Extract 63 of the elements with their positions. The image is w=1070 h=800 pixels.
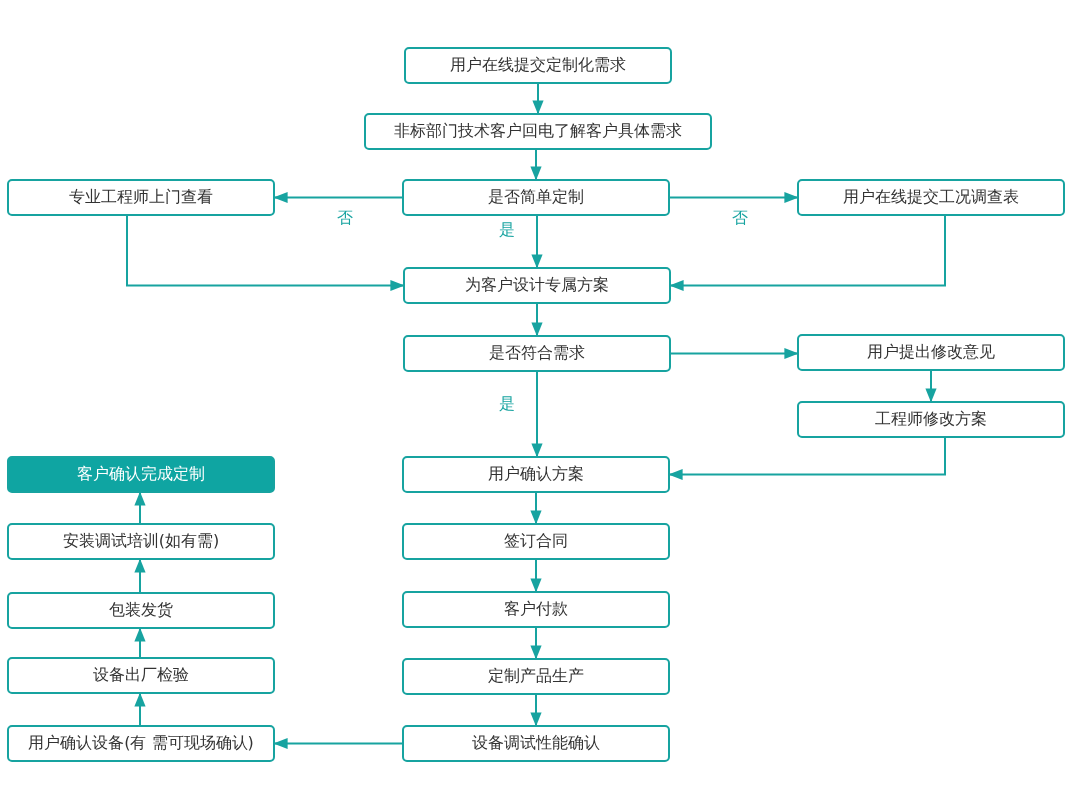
edge-label: 是 <box>497 220 517 239</box>
step-text: 工程师修改方案 <box>875 409 987 430</box>
edge-label: 否 <box>729 208 750 227</box>
edge-label: 是 <box>497 395 517 413</box>
step-text: 用户确认方案 <box>488 464 584 485</box>
end-box <box>7 456 275 493</box>
process-box <box>797 179 1065 216</box>
step-text: 用户确认设备(有 需可现场确认) <box>28 733 254 754</box>
step-text: 用户在线提交工况调查表 <box>843 187 1019 208</box>
step-text: 用户提出修改意见 <box>867 342 995 363</box>
step-text: 包装发货 <box>109 600 173 621</box>
arrow <box>530 559 542 593</box>
process-box <box>402 725 670 762</box>
process-box <box>7 592 275 629</box>
step-text: 非标部门技术客户回电了解客户具体需求 <box>394 121 682 142</box>
arrow <box>669 191 799 204</box>
arrow <box>668 437 946 481</box>
process-box <box>402 591 670 628</box>
step-text: 安装调试培训(如有需) <box>62 531 220 552</box>
arrow <box>273 737 403 750</box>
process-box <box>404 47 672 84</box>
arrow <box>126 215 405 292</box>
arrow <box>134 627 146 658</box>
process-box <box>7 725 275 762</box>
arrow <box>670 347 799 360</box>
process-box <box>364 113 712 150</box>
step-text: 定制产品生产 <box>488 666 584 687</box>
arrow <box>669 215 946 292</box>
arrow <box>531 371 543 458</box>
arrow <box>531 215 543 269</box>
arrow <box>273 191 403 204</box>
process-box <box>7 179 275 216</box>
step-text: 是否简单定制 <box>488 187 584 208</box>
arrow <box>531 303 543 337</box>
process-box <box>7 657 275 694</box>
step-text: 设备出厂检验 <box>93 665 189 686</box>
process-box <box>402 456 670 493</box>
arrow <box>530 694 542 727</box>
process-box <box>402 523 670 560</box>
step-text: 签订合同 <box>504 531 568 552</box>
arrow <box>134 558 146 593</box>
process-box <box>403 267 671 304</box>
arrow <box>530 627 542 660</box>
arrow <box>134 692 146 726</box>
process-box <box>402 658 670 695</box>
step-text: 是否符合需求 <box>489 343 585 364</box>
process-box <box>403 335 671 372</box>
step-text: 客户付款 <box>504 599 568 620</box>
step-text: 设备调试性能确认 <box>472 733 600 754</box>
step-text: 用户在线提交定制化需求 <box>450 55 626 76</box>
process-box <box>797 334 1065 371</box>
step-text: 专业工程师上门查看 <box>69 187 213 208</box>
decision-box <box>402 179 670 216</box>
step-text: 客户确认完成定制 <box>77 464 205 485</box>
arrow <box>134 491 146 524</box>
edge-label: 否 <box>334 208 355 227</box>
arrow <box>532 83 544 115</box>
arrow <box>530 149 542 181</box>
step-text: 为客户设计专属方案 <box>465 275 609 296</box>
arrow <box>530 492 542 525</box>
arrow <box>925 370 937 403</box>
process-box <box>7 523 275 560</box>
process-box <box>797 401 1065 438</box>
